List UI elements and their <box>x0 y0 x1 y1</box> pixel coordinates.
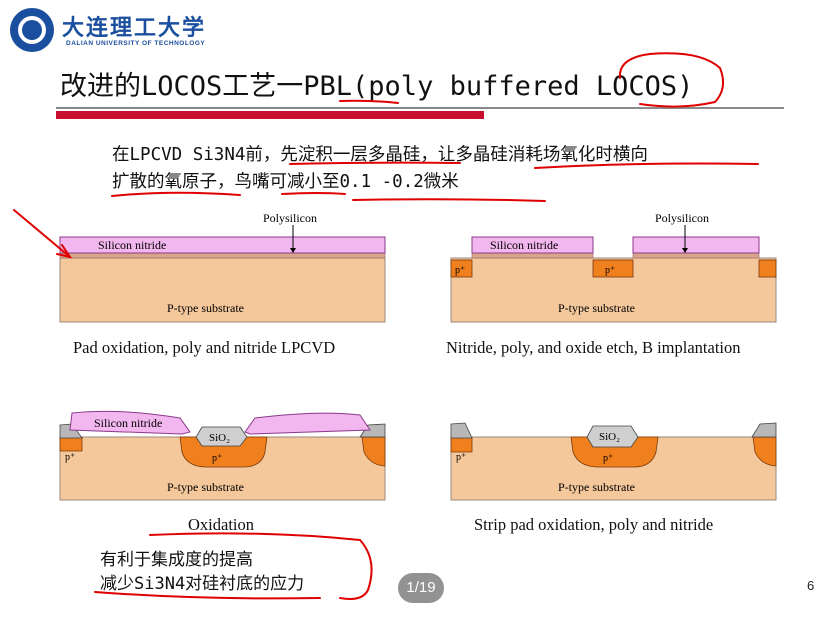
d3-label-implant-mid: p⁺ <box>212 453 222 464</box>
d1-nitride <box>59 236 386 254</box>
d2-label-substrate: P-type substrate <box>558 301 635 315</box>
title-accent-bar <box>56 111 484 119</box>
logo-core <box>22 20 42 40</box>
d4-oxide-mid <box>586 425 639 448</box>
d1-label-substrate: P-type substrate <box>167 301 244 315</box>
diagram-strip: SiO₂ p⁺ p⁺ P-type substrate <box>450 422 777 501</box>
note-line-1: 有利于集成度的提高 <box>100 550 253 570</box>
d3-oxide-mid <box>195 426 248 447</box>
d3-nitride-left <box>69 410 191 435</box>
caption-diagram-4: Strip pad oxidation, poly and nitride <box>474 515 714 534</box>
page-indicator: 1/19 <box>398 573 444 603</box>
d3-label-oxide: SiO₂ <box>209 432 230 444</box>
d1-substrate <box>59 257 386 323</box>
d1-poly <box>59 252 386 259</box>
d4-label-oxide: SiO₂ <box>599 431 620 443</box>
diagram-oxidation: Silicon nitride SiO₂ p⁺ p⁺ P-type substr… <box>59 410 386 501</box>
d3-label-nitride: Silicon nitride <box>94 416 162 430</box>
d2-label-implant-mid: p⁺ <box>605 265 615 276</box>
caption-diagram-1: Pad oxidation, poly and nitride LPCVD <box>73 338 336 357</box>
university-name-cn: 大连理工大学 <box>62 15 207 41</box>
d1-label-poly: Polysilicon <box>263 211 317 225</box>
d2-nitride-right <box>632 236 760 254</box>
university-logo <box>10 8 54 52</box>
university-name-en: DALIAN UNIVERSITY OF TECHNOLOGY <box>66 40 206 47</box>
d3-label-implant-left: p⁺ <box>65 452 75 463</box>
handwritten-annotations <box>13 52 759 600</box>
slide-paragraph: 在LPCVD Si3N4前，先淀积一层多晶硅，让多晶硅消耗场氧化时横向 扩散的氧… <box>112 145 648 192</box>
diagram-pad-oxidation: Polysilicon Silicon nitride P-type subst… <box>59 211 386 323</box>
d2-label-poly: Polysilicon <box>655 211 709 225</box>
diagram-etch-implant: Polysilicon Silicon nitride p⁺ p⁺ P-type… <box>450 211 777 323</box>
d3-label-substrate: P-type substrate <box>167 480 244 494</box>
d2-implant-right <box>758 259 777 278</box>
slide-title: 改进的LOCOS工艺一PBL(poly buffered LOCOS) <box>60 71 694 102</box>
d2-implant-left <box>450 259 473 278</box>
d2-nitride-left <box>471 236 594 254</box>
title-rule <box>56 107 784 109</box>
d1-label-nitride: Silicon nitride <box>98 238 166 252</box>
d2-label-nitride: Silicon nitride <box>490 238 558 252</box>
slide-page-number: 6 <box>807 578 815 593</box>
d2-label-implant-left: p⁺ <box>455 265 465 276</box>
d3-nitride-right <box>244 412 371 435</box>
note-line-2: 减少Si3N4对硅衬底的应力 <box>100 574 305 594</box>
caption-diagram-3: Oxidation <box>188 515 254 534</box>
d4-label-implant-left: p⁺ <box>456 452 466 463</box>
d4-label-implant-mid: p⁺ <box>603 453 613 464</box>
caption-diagram-2: Nitride, poly, and oxide etch, B implant… <box>446 338 741 357</box>
d2-implant-mid <box>592 259 634 278</box>
d4-label-substrate: P-type substrate <box>558 480 635 494</box>
slide-notes: 有利于集成度的提高 减少Si3N4对硅衬底的应力 <box>100 548 304 596</box>
